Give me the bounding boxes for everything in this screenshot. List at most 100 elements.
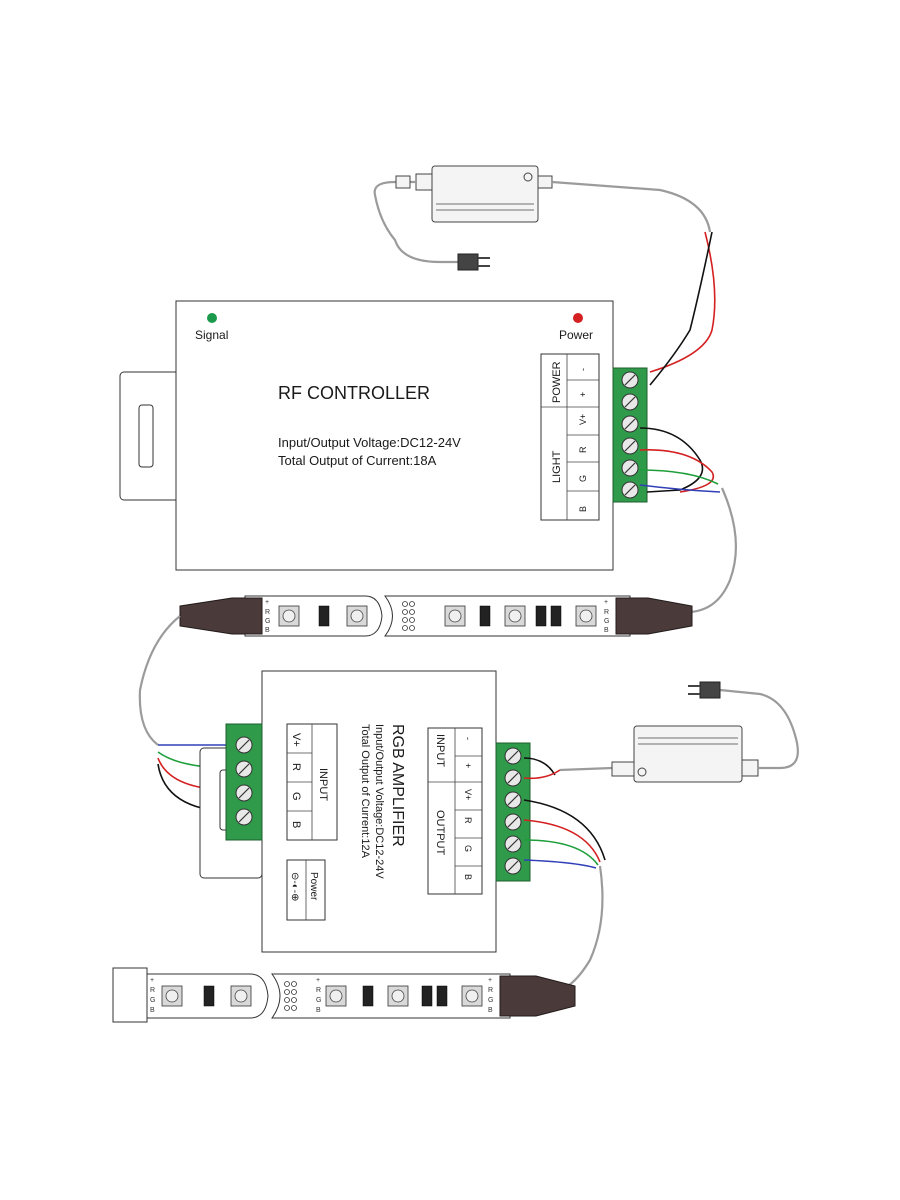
amp-output-terminal-screw-slot-4 <box>507 838 519 850</box>
strip1-resistor-1 <box>318 605 330 627</box>
strip1-pad2-3-0 <box>409 601 415 607</box>
strip1-resistor-8 <box>550 605 562 627</box>
amp-output-terminal-label-4: G <box>463 845 473 852</box>
amp-output-terminal-label-5: B <box>463 874 473 880</box>
amp-output-label: OUTPUT <box>434 810 446 856</box>
strip2-led-lens-6 <box>391 989 405 1003</box>
strip2-pin-b: B <box>150 1007 155 1014</box>
power-label: Power <box>559 328 593 342</box>
strip1-led-lens-4 <box>448 609 462 623</box>
strip2-pin-plus-mid: + <box>316 977 320 984</box>
strip1-led-lens-9 <box>579 609 593 623</box>
amp-output-terminal-screw-slot-5 <box>507 860 519 872</box>
strip2-pin-plus: + <box>150 977 154 984</box>
strip2-resistor-5 <box>362 985 374 1007</box>
strip1-resistor-7 <box>535 605 547 627</box>
power-supply-top <box>373 165 712 271</box>
strip1-pad2-3-2 <box>409 617 415 623</box>
strip1-pin-b: B <box>265 627 270 634</box>
strip2-pad-3-3 <box>284 1005 290 1011</box>
controller-voltage: Input/Output Voltage:DC12-24V <box>278 435 461 450</box>
strip1-led-lens-2 <box>350 609 364 623</box>
amp-input-terminal-screw-slot-3 <box>238 811 250 823</box>
controller-terminal-label-1: + <box>578 392 588 397</box>
strip1-pad2-3-3 <box>409 625 415 631</box>
strip1-pin-g: G <box>265 618 270 625</box>
amp-voltage: Input/Output Voltage:DC12-24V <box>373 724 385 879</box>
rf-controller: Signal Power RF CONTROLLER Input/Output … <box>119 300 648 571</box>
strip2-resistor-1 <box>203 985 215 1007</box>
signal-label: Signal <box>195 328 228 342</box>
strip2-resistor-8 <box>436 985 448 1007</box>
strip2-pin-r: R <box>150 987 155 994</box>
controller-terminal-screw-slot-0 <box>624 374 636 386</box>
strip1-pad-3-3 <box>402 625 408 631</box>
amp-current: Total Output of Current:12A <box>359 724 371 859</box>
controller-terminal-label-2: V+ <box>578 414 588 425</box>
amp-input-terminal-screw-slot-0 <box>238 739 250 751</box>
strip2-pin-g-right: G <box>488 997 493 1004</box>
strip2-resistor-7 <box>421 985 433 1007</box>
strip2-pin-plus-right: + <box>488 977 492 984</box>
strip1-pad-3-1 <box>402 609 408 615</box>
amp-input-label: INPUT <box>317 768 329 801</box>
amp-polarity-symbol: ⊝-◐-⊕ <box>289 872 300 901</box>
strip2-pad2-3-3 <box>291 1005 297 1011</box>
controller-terminal-screw-slot-2 <box>624 418 636 430</box>
controller-terminal-label-3: R <box>578 446 588 453</box>
strip1-pad2-3-1 <box>409 609 415 615</box>
strip2-pin-g: G <box>150 997 155 1004</box>
controller-terminal-screw-slot-3 <box>624 440 636 452</box>
amp-output-terminal-screw-slot-1 <box>507 772 519 784</box>
strip2-pin-r-mid: R <box>316 987 321 994</box>
controller-terminal-label-5: B <box>578 506 588 512</box>
controller-terminal-screw-slot-5 <box>624 484 636 496</box>
strip2-led-lens-4 <box>329 989 343 1003</box>
amp-output-terminal-screw-slot-2 <box>507 794 519 806</box>
controller-title: RF CONTROLLER <box>278 383 430 403</box>
power-led <box>573 313 583 323</box>
amp-output-terminal-screw-slot-0 <box>507 750 519 762</box>
led-strip-2: + R G B + R G B + R G B <box>112 967 576 1023</box>
light-group-label: LIGHT <box>551 450 563 483</box>
strip1-led-lens-6 <box>508 609 522 623</box>
strip2-pad2-3-1 <box>291 989 297 995</box>
strip2-pad-3-2 <box>284 997 290 1003</box>
strip1-pin-g-right: G <box>604 618 609 625</box>
strip1-led-lens-0 <box>282 609 296 623</box>
strip1-pin-b-right: B <box>604 627 609 634</box>
led-strip-1: + R G B + R G B <box>179 595 693 637</box>
controller-terminal-label-0: - <box>578 368 588 371</box>
amp-input-terminal-label-2: G <box>290 792 302 801</box>
strip2-led-lens-2 <box>234 989 248 1003</box>
amp-output-terminal-label-2: V+ <box>463 789 473 800</box>
strip2-pad-3-1 <box>284 989 290 995</box>
strip2-pin-r-right: R <box>488 987 493 994</box>
power-supply-bottom <box>611 681 799 783</box>
rgb-amplifier: V+ R G B INPUT Power ⊝-◐-⊕ RGB AMPLIFIER In… <box>199 670 531 953</box>
strip1-pin-plus: + <box>265 599 269 606</box>
signal-led <box>207 313 217 323</box>
amp-output-terminal-label-0: - <box>463 737 473 740</box>
strip1-pad-3-0 <box>402 601 408 607</box>
controller-terminal-label-4: G <box>578 475 588 482</box>
amp-input-terminal-label-1: R <box>290 763 302 771</box>
strip2-led-lens-0 <box>165 989 179 1003</box>
amp-input-terminal-label-0: V+ <box>290 733 302 747</box>
amp-output-terminal-screw-slot-3 <box>507 816 519 828</box>
strip1-pin-r-right: R <box>604 609 609 616</box>
strip2-pin-g-mid: G <box>316 997 321 1004</box>
strip1-pin-r: R <box>265 609 270 616</box>
controller-current: Total Output of Current:18A <box>278 453 437 468</box>
strip2-pin-b-right: B <box>488 1007 493 1014</box>
amp-output-terminal-label-1: + <box>463 763 473 768</box>
strip1-pin-plus-right: + <box>604 599 608 606</box>
amp-power-label: Power <box>308 872 319 901</box>
strip2-led-lens-9 <box>465 989 479 1003</box>
strip2-pad2-3-2 <box>291 997 297 1003</box>
amp-input-terminal-screw-slot-1 <box>238 763 250 775</box>
strip2-pad-3-0 <box>284 981 290 987</box>
amp-title: RGB AMPLIFIER <box>389 724 406 847</box>
strip1-resistor-5 <box>479 605 491 627</box>
